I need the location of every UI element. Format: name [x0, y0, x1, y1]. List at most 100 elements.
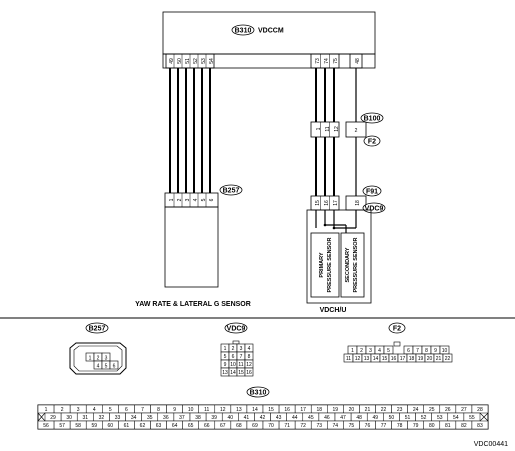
primary-sensor-box	[310, 232, 340, 298]
b310-face-pin-82: 82	[461, 423, 467, 429]
junction-dot-1	[323, 223, 327, 227]
f91-pin-18: 18	[355, 200, 361, 206]
b310-face-pin-35: 35	[147, 415, 153, 421]
junction-dot-2	[332, 226, 336, 230]
vdc9-face-pin-5: 5	[224, 354, 227, 360]
b310-face-pin-14: 14	[252, 407, 258, 413]
b310-face-pin-57: 57	[59, 423, 65, 429]
b310-face-pin-27: 27	[461, 407, 467, 413]
b310-face-pin-51: 51	[405, 415, 411, 421]
f2-face-pin-1: 1	[351, 348, 354, 354]
b310-face-pin-56: 56	[43, 423, 49, 429]
b310-face-pin-24: 24	[413, 407, 419, 413]
f2-face-pin-22: 22	[445, 356, 451, 362]
b310-face-label-label: B310	[250, 389, 267, 396]
b310-face-pin-68: 68	[236, 423, 242, 429]
b310-face-pin-15: 15	[268, 407, 274, 413]
b257-pin-4: 4	[193, 198, 199, 201]
b310-face-cell	[471, 420, 489, 430]
b310-face-pin-55: 55	[469, 415, 475, 421]
vdccm-pin-49: 49	[169, 58, 175, 64]
b257-face-pin-4: 4	[97, 364, 100, 370]
b310-face-pin-41: 41	[244, 415, 250, 421]
vdc9-face-cell	[244, 367, 254, 377]
f2-face-pin-4: 4	[378, 348, 381, 354]
vdc9-face-label-label: VDC9	[227, 325, 246, 332]
b310-face-pin-29: 29	[50, 415, 56, 421]
b310-face-pin-19: 19	[333, 407, 339, 413]
f2-face-pin-14: 14	[373, 356, 379, 362]
b310-face-pin-37: 37	[179, 415, 185, 421]
f2-face-pin-2: 2	[360, 348, 363, 354]
b310-face-pin-30: 30	[66, 415, 72, 421]
vdc9-face-pin-4: 4	[248, 346, 251, 352]
vdc9-face-pin-6: 6	[232, 354, 235, 360]
b310-face-cross-left	[37, 412, 46, 422]
f2-face-pin-20: 20	[427, 356, 433, 362]
f91-pin-17: 17	[333, 200, 339, 206]
f2-face-pin-16: 16	[391, 356, 397, 362]
b100-connector-label: B100	[364, 115, 381, 122]
vdccm-pin-50: 50	[177, 58, 183, 64]
b310-face-pin-44: 44	[292, 415, 298, 421]
vdccm-connector-label: B310	[235, 27, 252, 34]
b310-face-pin-6: 6	[125, 407, 128, 413]
b310-face-pin-8: 8	[157, 407, 160, 413]
b310-face-pin-63: 63	[156, 423, 162, 429]
b257-face-pin-1: 1	[89, 356, 92, 362]
b310-face-pin-66: 66	[204, 423, 210, 429]
b310-face-pin-25: 25	[429, 407, 435, 413]
f2-face-pin-17: 17	[400, 356, 406, 362]
f2-face-pin-5: 5	[387, 348, 390, 354]
b310-face-pin-2: 2	[61, 407, 64, 413]
b100-pin-12: 12	[334, 126, 340, 132]
vdccm-name: VDCCM	[258, 28, 284, 35]
b310-face-pin-49: 49	[372, 415, 378, 421]
vdchu-box	[306, 209, 372, 304]
f91-connector-label: F91	[366, 188, 378, 195]
b310-face-pin-58: 58	[75, 423, 81, 429]
f2-face-pin-10: 10	[442, 348, 448, 354]
vdc9-face-pin-2: 2	[232, 346, 235, 352]
vdccm-pin-48: 48	[355, 58, 361, 64]
b257-pin-1: 1	[169, 198, 175, 201]
f91-connector-oval	[362, 185, 382, 197]
f2-connector-oval	[363, 135, 381, 147]
b310-face-pin-16: 16	[284, 407, 290, 413]
b310-face-pin-26: 26	[445, 407, 451, 413]
b257-face-label-label: B257	[89, 325, 106, 332]
b310-face-pin-73: 73	[316, 423, 322, 429]
f2-face-pin-18: 18	[409, 356, 415, 362]
b257-pin-5: 5	[201, 198, 207, 201]
b310-face-pin-76: 76	[365, 423, 371, 429]
b310-face-pin-69: 69	[252, 423, 258, 429]
f91-pin-15: 15	[315, 200, 321, 206]
b310-face-pin-31: 31	[82, 415, 88, 421]
b310-face-pin-70: 70	[268, 423, 274, 429]
b310-face-pin-12: 12	[220, 407, 226, 413]
b310-face-pin-18: 18	[316, 407, 322, 413]
f2-connector-label: F2	[368, 138, 376, 145]
vdc9-face-pin-15: 15	[238, 370, 244, 376]
b310-face-pin-23: 23	[397, 407, 403, 413]
b310-face-pin-42: 42	[260, 415, 266, 421]
b310-face-pin-72: 72	[300, 423, 306, 429]
b257-face-label-oval	[85, 322, 109, 334]
b310-face-pin-36: 36	[163, 415, 169, 421]
sensor-label: YAW RATE & LATERAL G SENSOR	[135, 301, 251, 308]
vdccm-pin-54: 54	[209, 58, 215, 64]
b310-face-pin-61: 61	[124, 423, 130, 429]
b310-face-pin-47: 47	[340, 415, 346, 421]
f2-face-label-oval	[388, 322, 406, 334]
vdc9-face-pin-10: 10	[230, 362, 236, 368]
f2-face-pin-11: 11	[346, 356, 351, 362]
b257-pin-3: 3	[185, 198, 191, 201]
vdccm-pin-53: 53	[201, 58, 207, 64]
vdc9-face-pin-12: 12	[246, 362, 252, 368]
f2-face-pin-3: 3	[369, 348, 372, 354]
f2-face-label-label: F2	[393, 325, 401, 332]
b310-face-pin-11: 11	[204, 407, 209, 413]
b310-face-pin-32: 32	[99, 415, 105, 421]
